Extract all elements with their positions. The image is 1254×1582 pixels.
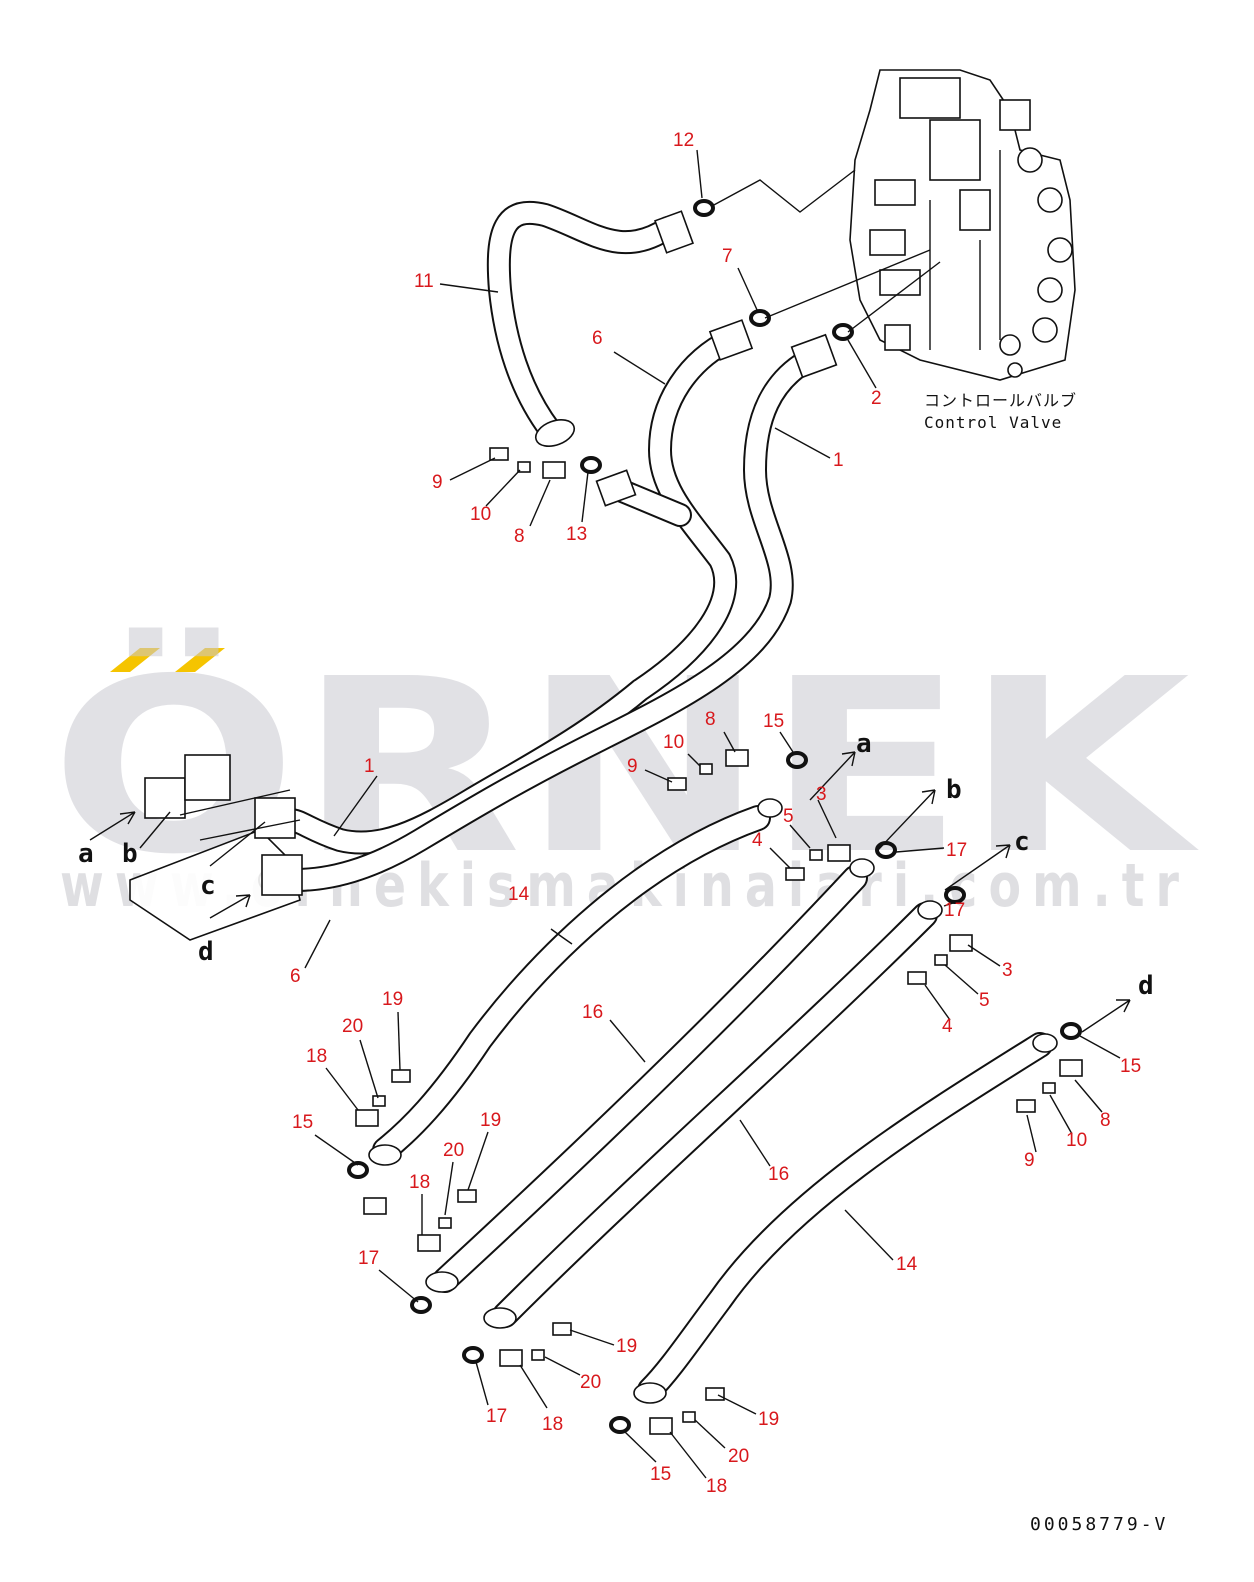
callout-10-mid: 10 bbox=[663, 732, 684, 753]
callout-10-top: 10 bbox=[470, 504, 491, 525]
callout-3-top: 3 bbox=[816, 784, 827, 805]
callout-2: 2 bbox=[871, 388, 882, 409]
callout-4-top: 4 bbox=[752, 830, 763, 851]
watermark-accent-left bbox=[110, 648, 160, 672]
callout-5-right: 5 bbox=[979, 990, 990, 1011]
callout-13: 13 bbox=[566, 524, 587, 545]
callout-20-a: 20 bbox=[342, 1016, 363, 1037]
callout-19-c: 19 bbox=[616, 1336, 637, 1357]
callout-20-d: 20 bbox=[728, 1446, 749, 1467]
callout-14-lower: 14 bbox=[896, 1254, 918, 1275]
callout-18-b: 18 bbox=[409, 1172, 430, 1193]
hardware bbox=[347, 199, 1083, 1435]
callout-7: 7 bbox=[722, 246, 733, 267]
callout-8-mid: 8 bbox=[705, 709, 716, 730]
callout-6-top: 6 bbox=[592, 328, 603, 349]
port-c-left: c bbox=[200, 871, 216, 901]
pump-block-drawing bbox=[129, 754, 303, 941]
port-c-right: c bbox=[1014, 827, 1030, 857]
callout-5-top: 5 bbox=[783, 806, 794, 827]
hose-assembly bbox=[368, 798, 1058, 1404]
callout-15-bottom: 15 bbox=[650, 1464, 671, 1485]
callout-16-left: 16 bbox=[582, 1002, 603, 1023]
callout-14-upper: 14 bbox=[508, 884, 530, 905]
callout-17-right-b: 17 bbox=[944, 900, 965, 921]
port-d-left: d bbox=[198, 937, 214, 967]
watermark-accent-right bbox=[175, 648, 225, 672]
callout-20-c: 20 bbox=[580, 1372, 601, 1393]
port-a-left: a bbox=[78, 839, 94, 869]
callout-10-right: 10 bbox=[1066, 1130, 1087, 1151]
callout-3-right: 3 bbox=[1002, 960, 1013, 981]
callout-19-b: 19 bbox=[480, 1110, 501, 1131]
callout-15-top: 15 bbox=[763, 711, 784, 732]
callout-18-a: 18 bbox=[306, 1046, 327, 1067]
callout-1-left: 1 bbox=[364, 756, 375, 777]
callout-18-d: 18 bbox=[706, 1476, 727, 1497]
callout-6-left: 6 bbox=[290, 966, 301, 987]
callout-12: 12 bbox=[673, 130, 694, 151]
upper-pipe-assembly bbox=[258, 169, 941, 892]
leader-lines bbox=[89, 149, 1131, 1479]
port-a-right: a bbox=[856, 729, 872, 759]
callout-18-c: 18 bbox=[542, 1414, 563, 1435]
callout-8-top: 8 bbox=[514, 526, 525, 547]
callout-17-right-a: 17 bbox=[946, 840, 967, 861]
callout-9-mid: 9 bbox=[627, 756, 638, 777]
callout-17-bottom: 17 bbox=[486, 1406, 507, 1427]
callout-19-a: 19 bbox=[382, 989, 403, 1010]
callout-15-left: 15 bbox=[292, 1112, 313, 1133]
control-valve-label-japanese: コントロールバルブ bbox=[924, 391, 1077, 410]
callout-labels: 12 7 2 1 6 11 9 10 8 13 1 6 9 10 8 15 3 … bbox=[290, 130, 1141, 1497]
callout-4-right: 4 bbox=[942, 1016, 953, 1037]
port-labels: a b c d a b c d bbox=[78, 729, 1154, 1001]
port-d-right: d bbox=[1138, 971, 1154, 1001]
callout-17-left: 17 bbox=[358, 1248, 379, 1269]
callout-19-d: 19 bbox=[758, 1409, 779, 1430]
port-b-left: b bbox=[122, 839, 138, 869]
callout-16-right: 16 bbox=[768, 1164, 789, 1185]
control-valve-drawing bbox=[849, 69, 1076, 381]
callout-9-top: 9 bbox=[432, 472, 443, 493]
callout-1-top: 1 bbox=[833, 450, 844, 471]
callout-11: 11 bbox=[414, 271, 434, 292]
callout-8-right: 8 bbox=[1100, 1110, 1111, 1131]
callout-15-right: 15 bbox=[1120, 1056, 1141, 1077]
callout-9-right: 9 bbox=[1024, 1150, 1035, 1171]
callout-20-b: 20 bbox=[443, 1140, 464, 1161]
document-number: 00058779-V bbox=[1030, 1514, 1168, 1535]
port-b-right: b bbox=[946, 775, 962, 805]
control-valve-label-english: Control Valve bbox=[924, 413, 1062, 432]
